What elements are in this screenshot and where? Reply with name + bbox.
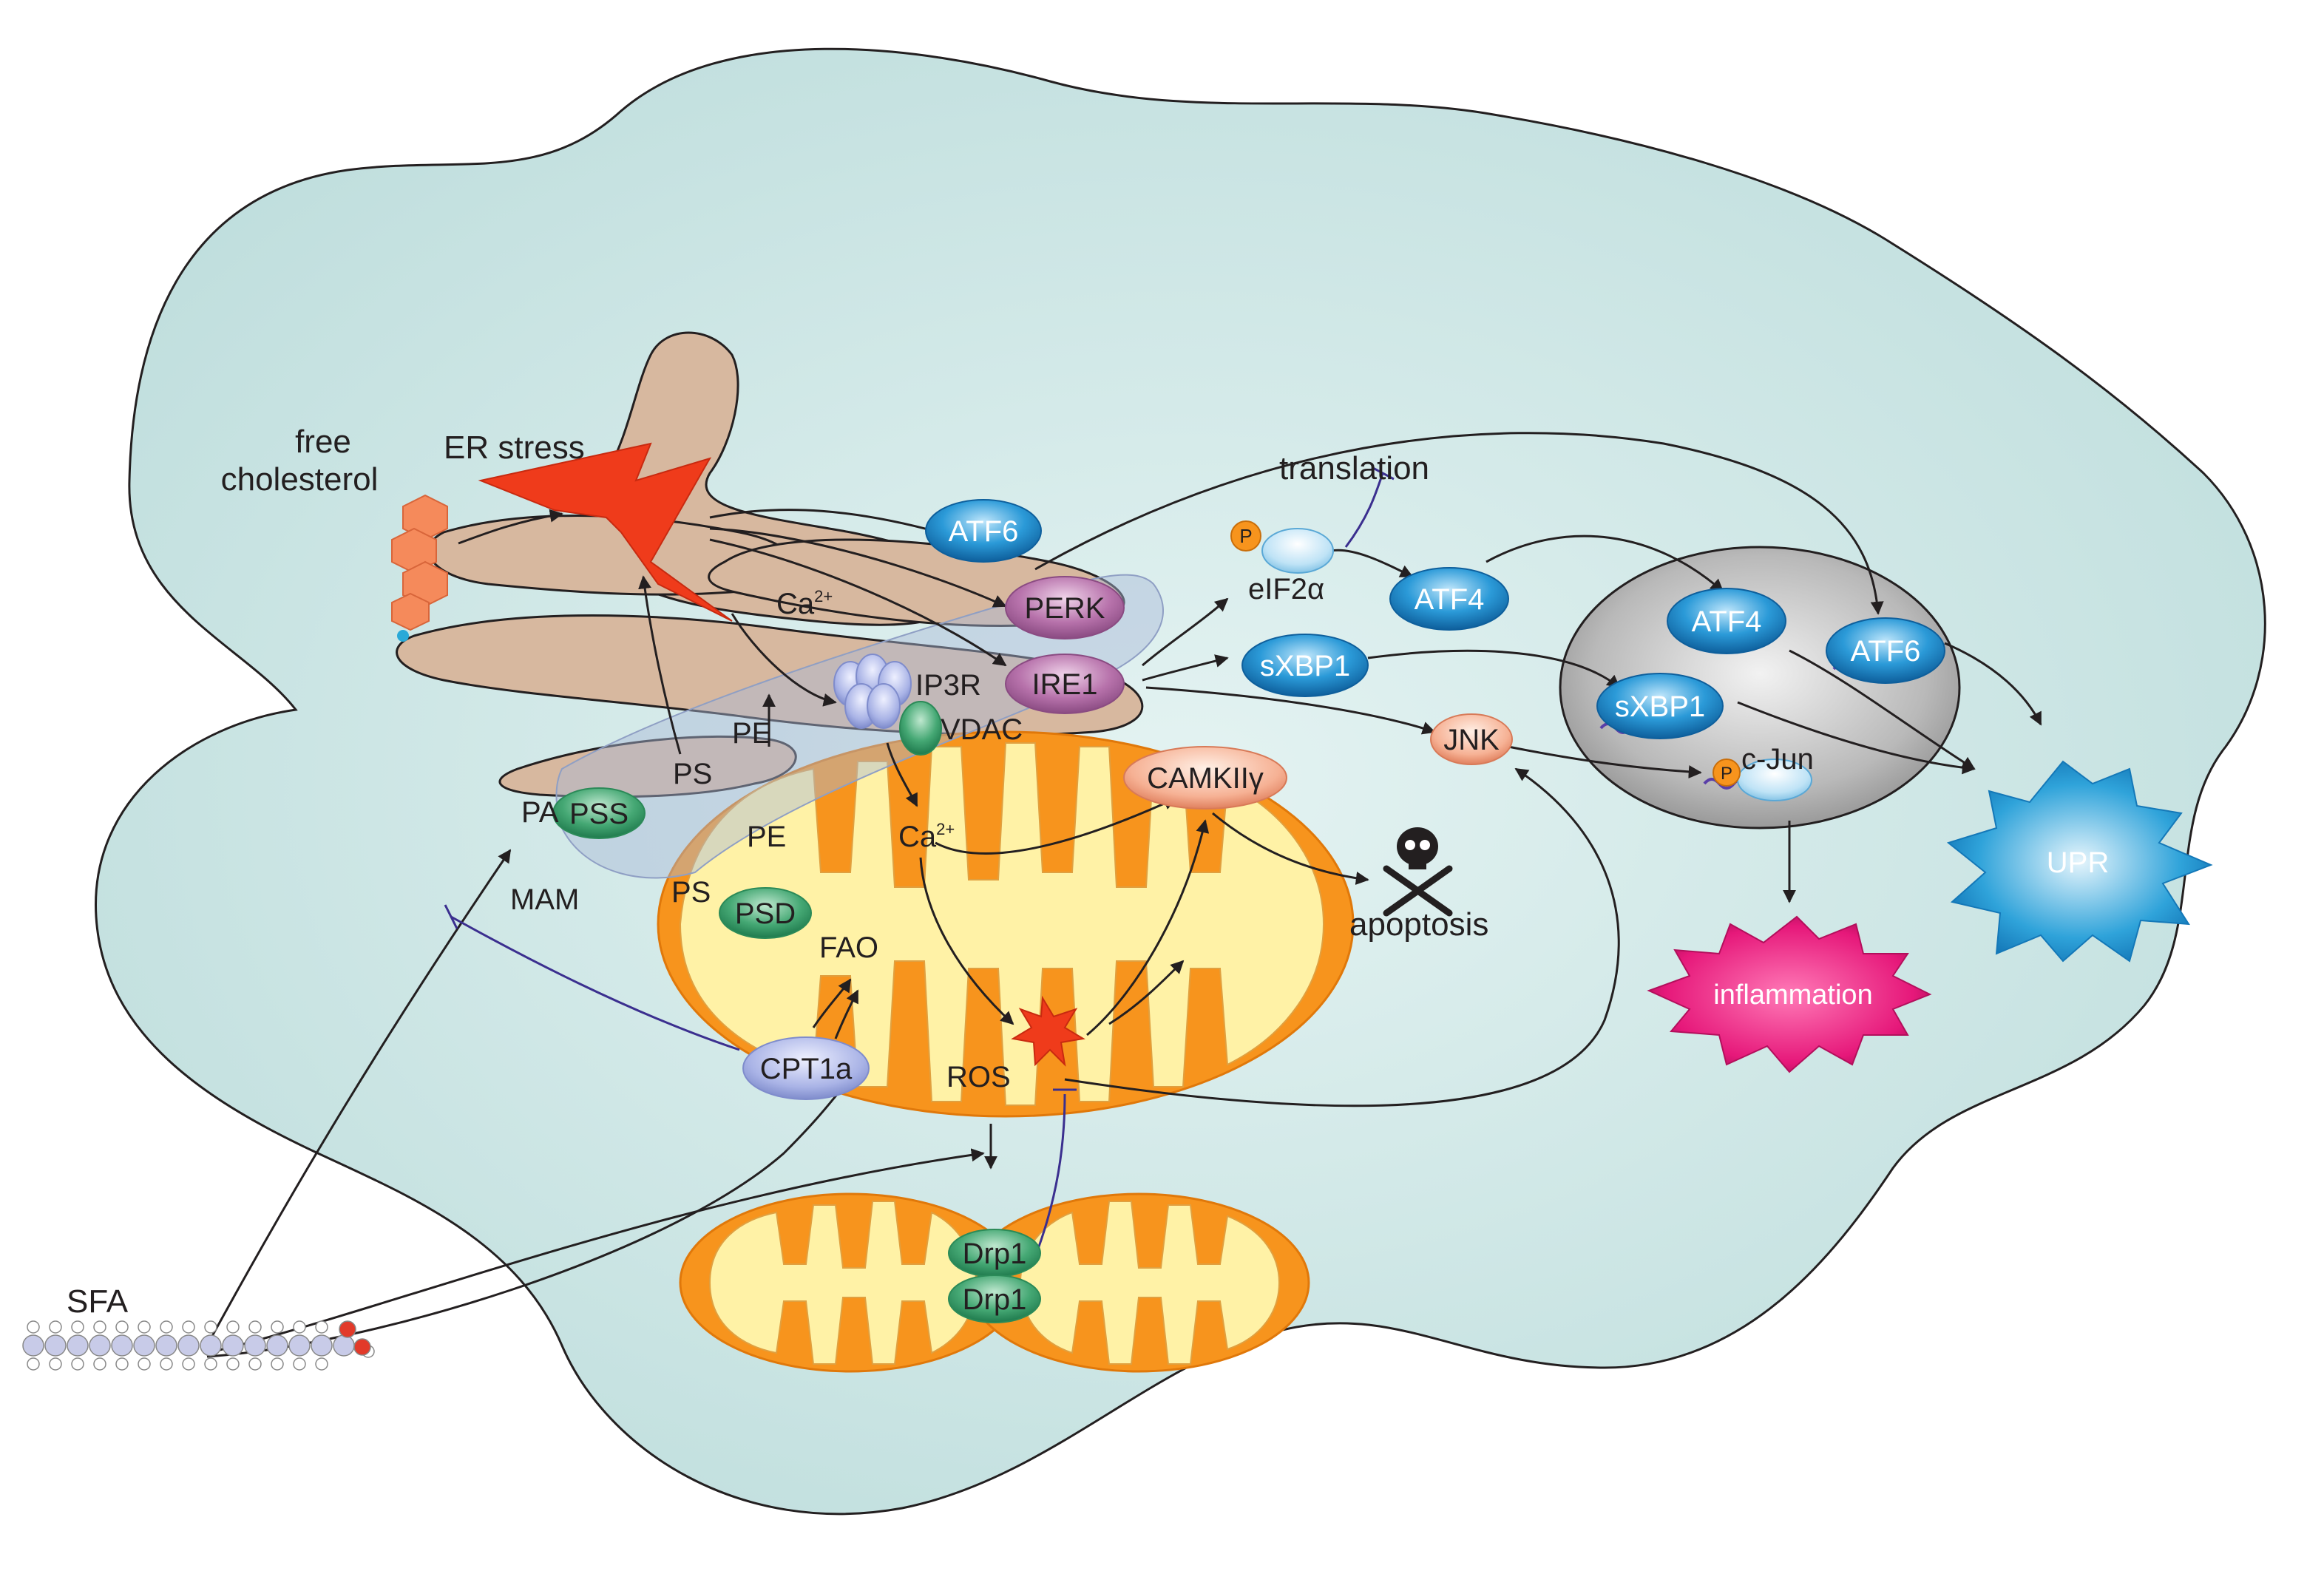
ca-label-er: Ca2+ <box>776 587 833 620</box>
inflammation-label: inflammation <box>1713 980 1872 1011</box>
er-stress-label: ER stress <box>444 430 585 466</box>
fao-label: FAO <box>819 932 878 964</box>
pathway-arrows <box>206 432 2042 1358</box>
svg-text:ATF4: ATF4 <box>1692 605 1762 638</box>
sfa-label: SFA <box>67 1283 129 1320</box>
svg-text:ATF6: ATF6 <box>949 515 1019 548</box>
svg-text:sXBP1: sXBP1 <box>1615 690 1705 723</box>
upr-burst-icon <box>1946 760 2213 963</box>
pss-enzyme: PSS <box>552 787 646 839</box>
mitochondrion-large <box>657 730 1355 1118</box>
drp1-protein-top: Drp1 <box>948 1229 1041 1277</box>
inflammation-burst-icon <box>1647 915 1932 1073</box>
translation-label: translation <box>1279 450 1429 486</box>
er-stress-bolt-icon <box>478 442 733 622</box>
svg-text:PSS: PSS <box>569 798 629 830</box>
free-cholesterol-label-2: cholesterol <box>221 461 379 498</box>
ps-label-lower: PS <box>671 876 711 909</box>
atf4-protein-cytosol: ATF4 <box>1389 567 1509 631</box>
svg-text:CPT1a: CPT1a <box>760 1053 853 1085</box>
endoplasmic-reticulum <box>396 331 1144 798</box>
ros-burst-icon <box>1011 995 1085 1067</box>
inhibition-lines <box>444 466 1395 1258</box>
c-jun-label: c-Jun <box>1741 743 1814 776</box>
atf6-protein-nucleus: ATF6 <box>1826 617 1945 684</box>
ip3r-channel-icon <box>833 654 912 729</box>
drp1-protein-bottom: Drp1 <box>948 1275 1041 1323</box>
vdac-channel-icon <box>899 701 942 756</box>
svg-text:Drp1: Drp1 <box>963 1238 1027 1270</box>
eif2a-protein: P <box>1230 520 1334 574</box>
pe-label-upper: PE <box>732 717 771 750</box>
ip3r-label: IP3R <box>915 669 981 702</box>
atf4-protein-nucleus: ATF4 <box>1667 588 1786 654</box>
svg-text:IRE1: IRE1 <box>1032 668 1098 701</box>
mam-label: MAM <box>510 883 579 916</box>
camkii-protein: CAMKIIγ <box>1123 746 1287 810</box>
skull-crossbones-icon <box>1383 827 1453 917</box>
svg-text:ATF4: ATF4 <box>1415 583 1485 616</box>
sfa-fatty-acid-icon <box>22 1320 375 1371</box>
perk-protein: PERK <box>1005 576 1125 639</box>
diagram-labels: free cholesterol ER stress translation e… <box>67 424 2109 1320</box>
free-cholesterol-label-1: free <box>295 424 351 460</box>
svg-text:Drp1: Drp1 <box>963 1283 1027 1316</box>
sxbp1-protein-cytosol: sXBP1 <box>1241 634 1369 697</box>
psd-enzyme: PSD <box>719 887 812 939</box>
ire1-protein: IRE1 <box>1005 654 1125 714</box>
ros-label: ROS <box>946 1061 1011 1093</box>
nucleus <box>1559 546 1961 829</box>
svg-text:P: P <box>1721 764 1732 784</box>
apoptosis-label: apoptosis <box>1349 906 1488 943</box>
pa-label: PA <box>521 796 559 829</box>
pe-label-lower: PE <box>747 821 786 853</box>
vdac-label: VDAC <box>941 713 1023 746</box>
c-jun-protein: P <box>1712 759 1812 801</box>
sxbp1-protein-nucleus: sXBP1 <box>1596 673 1724 739</box>
ca-label-mito: Ca2+ <box>898 820 955 853</box>
svg-text:ATF6: ATF6 <box>1851 635 1921 668</box>
svg-text:sXBP1: sXBP1 <box>1260 650 1350 682</box>
eif2a-label: eIF2α <box>1248 573 1324 605</box>
svg-text:PSD: PSD <box>735 898 796 930</box>
jnk-protein: JNK <box>1430 713 1513 765</box>
atf6-protein-cytosol: ATF6 <box>925 499 1042 563</box>
svg-text:JNK: JNK <box>1443 724 1500 756</box>
svg-text:P: P <box>1239 525 1252 547</box>
ps-label-upper: PS <box>673 758 712 790</box>
svg-text:CAMKIIγ: CAMKIIγ <box>1147 762 1264 795</box>
upr-label: UPR <box>2047 846 2109 879</box>
cpt1a-protein: CPT1a <box>742 1036 870 1100</box>
mitochondria-dividing <box>679 1192 1310 1373</box>
cholesterol-icon <box>391 494 448 642</box>
svg-text:PERK: PERK <box>1025 592 1105 625</box>
